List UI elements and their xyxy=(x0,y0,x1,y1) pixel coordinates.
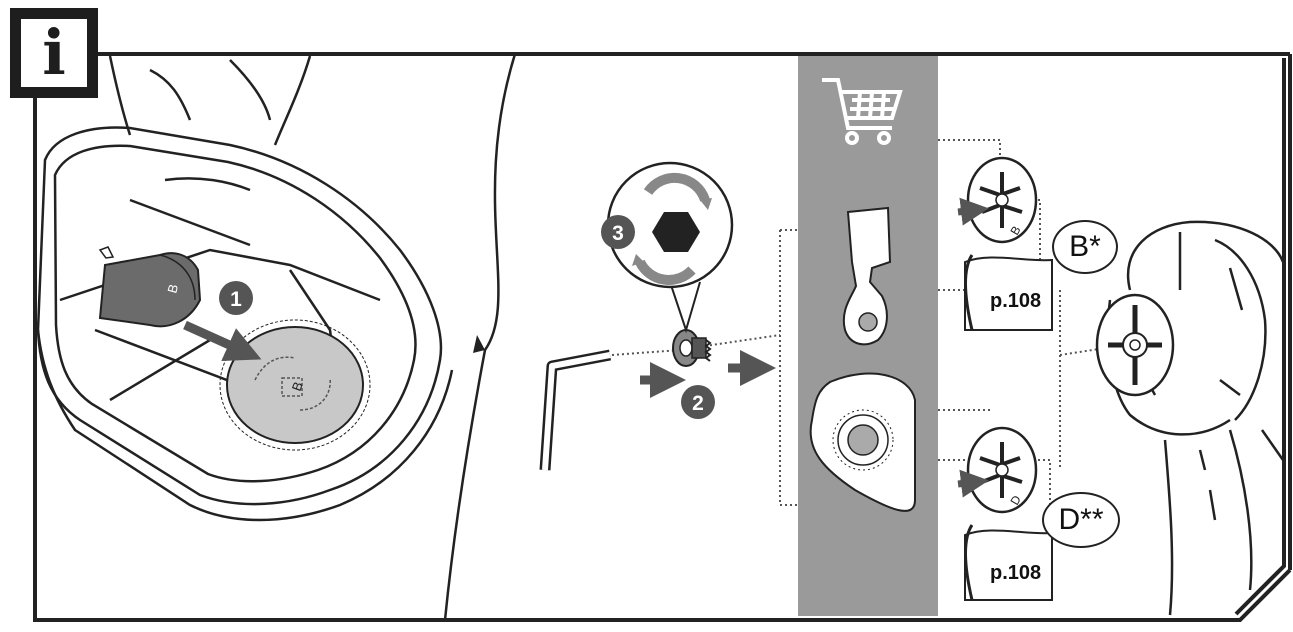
adapter-b: B xyxy=(966,156,1038,244)
step-number-2: 2 xyxy=(692,392,704,415)
info-icon: i xyxy=(10,8,98,98)
hex-key-icon xyxy=(539,349,612,471)
rotate-counterclockwise-icon xyxy=(635,259,696,285)
segment-blade xyxy=(809,372,916,512)
oscillating-tool-head xyxy=(1106,220,1285,616)
arrow-step1-icon xyxy=(183,320,262,362)
shopping-cart-icon xyxy=(822,78,903,145)
step-circle-2 xyxy=(681,385,715,419)
panel-divider xyxy=(443,53,517,621)
plunge-blade xyxy=(842,206,892,346)
step-circle-1 xyxy=(219,281,253,315)
rotate-clockwise-icon xyxy=(643,172,710,202)
blade-label-b: B* xyxy=(1052,220,1118,274)
step-number-1: 1 xyxy=(230,288,242,311)
page-ref-card-top xyxy=(964,254,1053,331)
hex-bolt-icon xyxy=(652,212,700,252)
adapter-d: D xyxy=(966,426,1038,514)
page-ref-top: p.108 xyxy=(990,290,1042,312)
hex-bolt xyxy=(672,329,712,367)
page-ref-card-bottom xyxy=(964,524,1053,601)
detail-callout: 3 xyxy=(601,161,734,334)
blade-label-d: D** xyxy=(1042,492,1120,548)
outer-frame xyxy=(33,52,1292,622)
step-number-3: 3 xyxy=(612,222,624,245)
adapter-piece: B xyxy=(98,246,202,328)
arrow-adapter-b-icon xyxy=(957,197,989,226)
step-circle-3 xyxy=(601,215,635,249)
tool-spindle xyxy=(1095,293,1175,397)
arrow-adapter-d-icon xyxy=(957,469,989,498)
adapter-piece-letter: B xyxy=(164,283,181,295)
blade-label-b-text: B* xyxy=(1069,230,1101,263)
info-letter: i xyxy=(42,16,66,89)
blade-label-d-text: D** xyxy=(1058,503,1104,536)
page-ref-bottom: p.108 xyxy=(990,562,1042,584)
